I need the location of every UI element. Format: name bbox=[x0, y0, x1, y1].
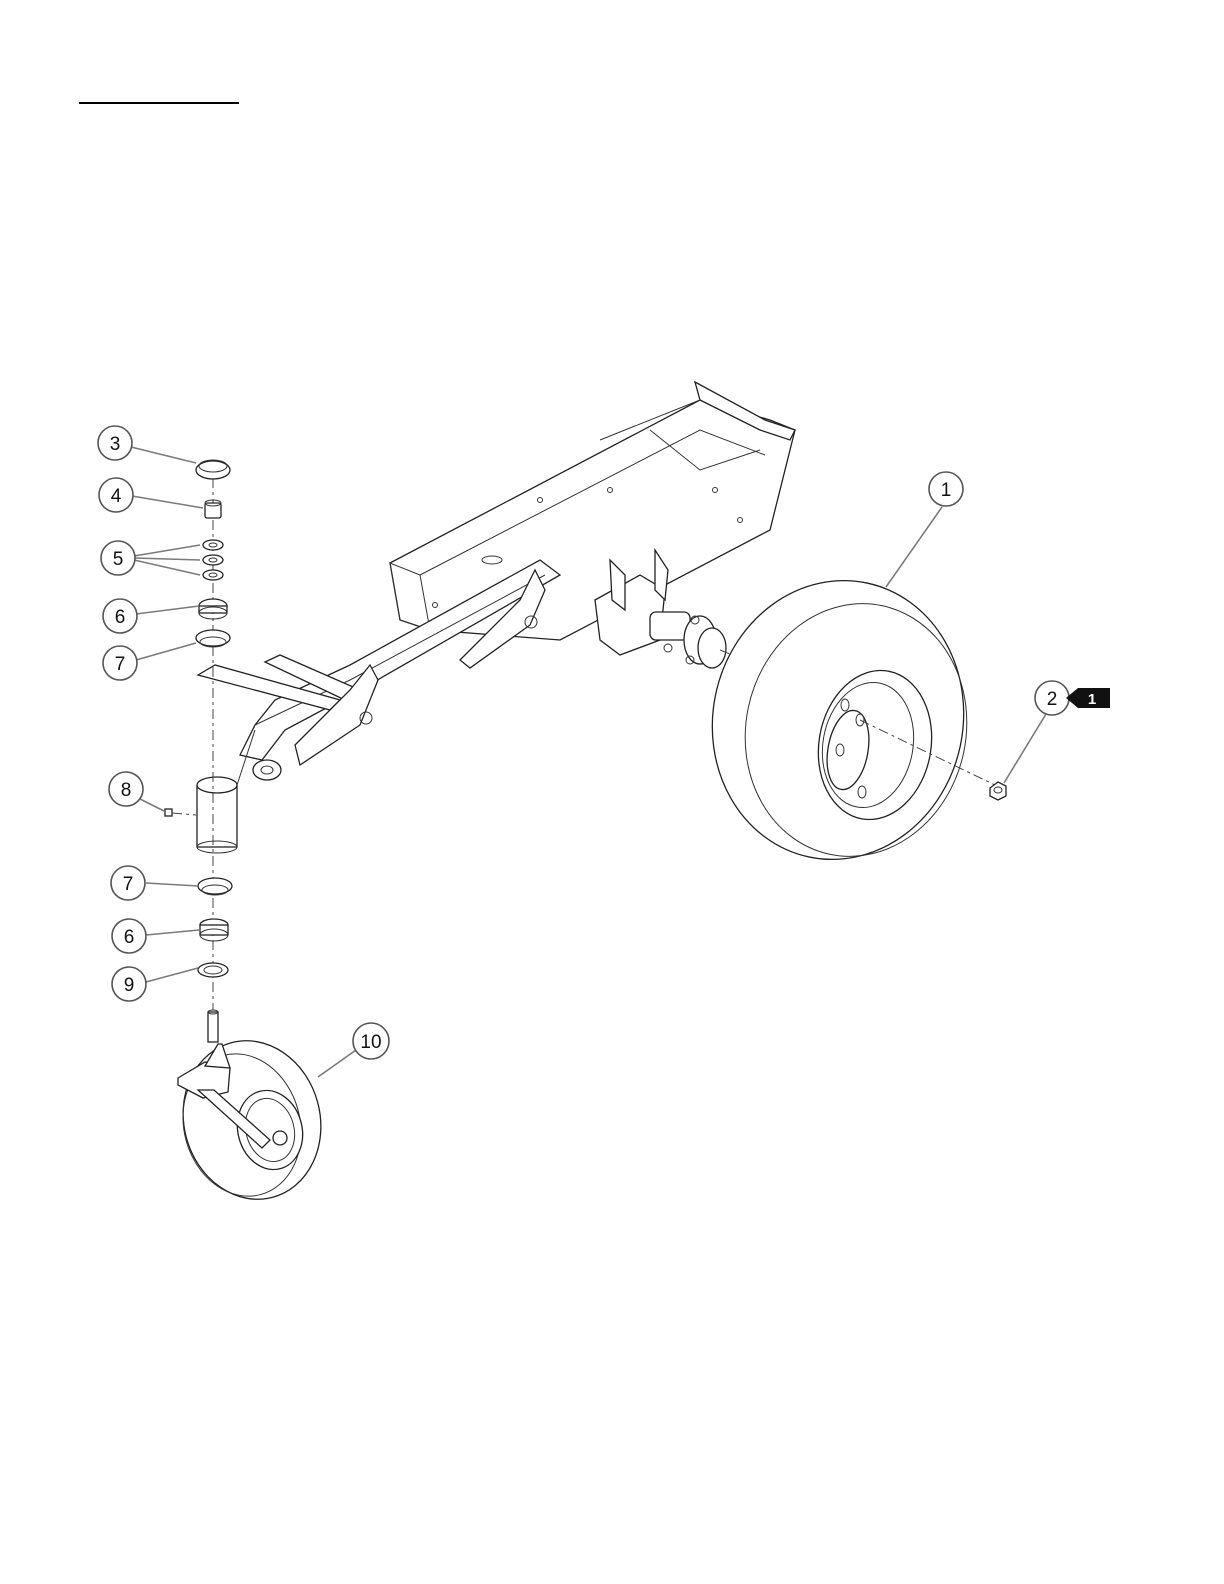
callout-label: 3 bbox=[110, 434, 121, 455]
callout-2: 2 bbox=[1035, 681, 1069, 715]
upper-bearing bbox=[199, 599, 227, 619]
callout-6-lower: 6 bbox=[112, 919, 146, 953]
dust-cap bbox=[196, 460, 230, 479]
callout-1: 1 bbox=[929, 472, 963, 506]
callout-4: 4 bbox=[99, 478, 133, 512]
nut bbox=[205, 500, 221, 518]
callout-5: 5 bbox=[101, 541, 135, 575]
callout-7-lower: 7 bbox=[111, 866, 145, 900]
lower-race bbox=[198, 878, 232, 895]
caster-wheel bbox=[166, 1010, 339, 1215]
grease-fitting bbox=[165, 809, 196, 816]
rear-wheel bbox=[687, 557, 995, 883]
callout-label: 7 bbox=[123, 874, 134, 895]
callout-label: 6 bbox=[115, 607, 126, 628]
lower-bearing bbox=[200, 919, 228, 941]
callout-label: 8 bbox=[121, 780, 132, 801]
note-flag-label: 1 bbox=[1088, 691, 1096, 708]
note-flag: 1 bbox=[1066, 688, 1110, 708]
callout-label: 2 bbox=[1047, 689, 1058, 710]
callout-7-upper: 7 bbox=[103, 646, 137, 680]
callout-label: 6 bbox=[124, 927, 135, 948]
callout-label: 9 bbox=[124, 975, 135, 996]
callout-label: 5 bbox=[113, 549, 124, 570]
callout-9: 9 bbox=[112, 967, 146, 1001]
washers bbox=[203, 540, 223, 580]
callout-label: 7 bbox=[115, 654, 126, 675]
callout-label: 4 bbox=[111, 486, 122, 507]
callout-label: 1 bbox=[941, 480, 952, 501]
seal bbox=[198, 963, 228, 977]
lug-nut bbox=[990, 782, 1006, 800]
main-frame bbox=[197, 382, 795, 853]
upper-race bbox=[196, 630, 230, 647]
callout-10: 10 bbox=[353, 1023, 389, 1059]
callout-3: 3 bbox=[98, 426, 132, 460]
callout-label: 10 bbox=[360, 1032, 381, 1053]
callout-6-upper: 6 bbox=[103, 599, 137, 633]
callout-8: 8 bbox=[109, 772, 143, 806]
